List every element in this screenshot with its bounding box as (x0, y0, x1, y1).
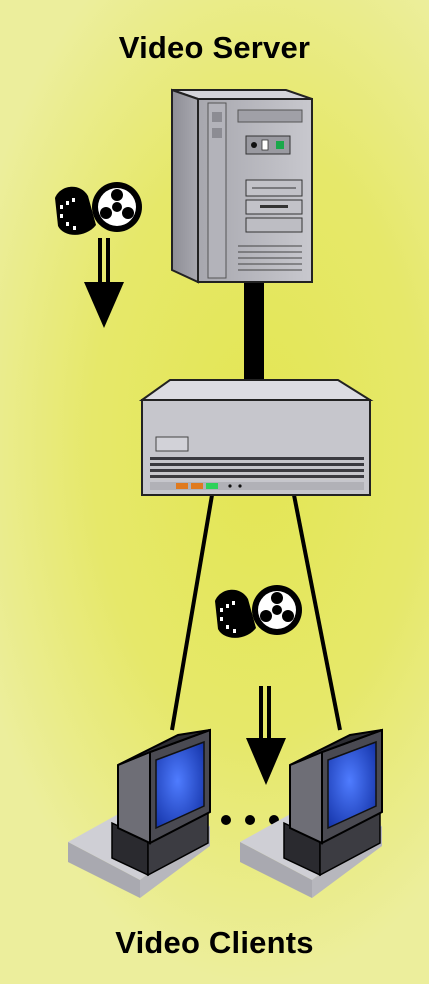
network-switch-icon (142, 380, 370, 495)
video-clients-label: Video Clients (0, 925, 429, 961)
tower-server-icon (172, 90, 312, 282)
film-reel-icon (55, 182, 142, 235)
down-arrow-icon (246, 686, 286, 785)
client-monitor-icon (68, 730, 210, 898)
film-reel-icon (215, 585, 302, 638)
video-server-label: Video Server (0, 30, 429, 66)
ellipsis-dots (221, 815, 279, 825)
down-arrow-icon (84, 238, 124, 328)
